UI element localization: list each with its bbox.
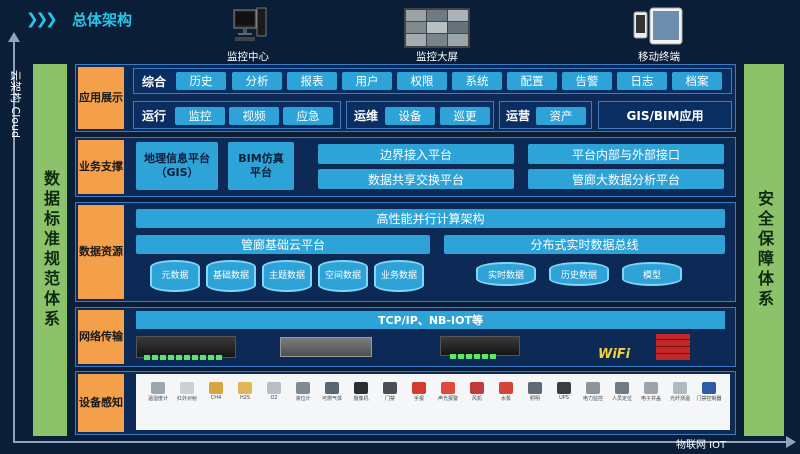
camera-icon: 摄像机 bbox=[341, 378, 381, 402]
o2-sensor-icon: O2 bbox=[254, 378, 294, 401]
network-switch-icon bbox=[440, 336, 520, 359]
fan-icon: 风机 bbox=[457, 378, 497, 402]
mobile-devices-icon bbox=[632, 6, 684, 46]
biz-item[interactable]: 数据共享交换平台 bbox=[318, 169, 514, 189]
gas-detector-icon: 可燃气体 bbox=[312, 378, 352, 402]
h2s-sensor-icon: H2S bbox=[225, 378, 265, 401]
fiber-temperature-icon: 光纤测温 bbox=[660, 378, 700, 402]
router-icon bbox=[280, 337, 372, 357]
hpc-architecture[interactable]: 高性能并行计算架构 bbox=[136, 209, 725, 228]
axis-label-iot: 物联网 IOT bbox=[676, 440, 727, 451]
layer-tab-business-support: 业务支撑 bbox=[78, 140, 124, 194]
horizontal-axis bbox=[13, 441, 789, 443]
app-item[interactable]: 日志 bbox=[617, 72, 667, 90]
database-cylinder: 主题数据 bbox=[262, 260, 312, 292]
water-pump-icon: 水泵 bbox=[486, 378, 526, 402]
firewall-icon bbox=[656, 334, 690, 360]
app-item[interactable]: 档案 bbox=[672, 72, 722, 90]
app-item[interactable]: 用户 bbox=[342, 72, 392, 90]
maintenance-label: 运维 bbox=[354, 108, 379, 123]
app-item[interactable]: 系统 bbox=[452, 72, 502, 90]
access-controller-icon: 门禁控制器 bbox=[689, 378, 729, 402]
access-control-icon: 门禁 bbox=[370, 378, 410, 402]
thermometer-icon: 温湿度计 bbox=[138, 378, 178, 402]
app-item[interactable]: 资产 bbox=[536, 107, 586, 125]
biz-item[interactable]: 管廊大数据分析平台 bbox=[528, 169, 724, 189]
app-item[interactable]: 巡更 bbox=[440, 107, 490, 125]
biz-item[interactable]: 平台内部与外部接口 bbox=[528, 144, 724, 164]
operation-label: 运行 bbox=[142, 108, 167, 123]
ups-icon: UPS bbox=[544, 378, 584, 401]
database-cylinder: 元数据 bbox=[150, 260, 200, 292]
title-chevron-icon: ❯❯❯ bbox=[26, 10, 58, 28]
page-title: 总体架构 bbox=[72, 11, 133, 29]
device-label-monitoring-center: 监控中心 bbox=[227, 51, 269, 63]
app-item[interactable]: 历史 bbox=[176, 72, 226, 90]
device-label-mobile-terminal: 移动终端 bbox=[638, 51, 680, 63]
data-standard-system: 数据标准规范体系 bbox=[33, 64, 67, 436]
biz-item[interactable]: 边界接入平台 bbox=[318, 144, 514, 164]
database-cylinder: 实时数据 bbox=[476, 262, 536, 286]
ch4-sensor-icon: CH4 bbox=[196, 378, 236, 401]
layer-tab-device: 设备感知 bbox=[78, 374, 124, 432]
database-cylinder: 基础数据 bbox=[206, 260, 256, 292]
database-cylinder: 历史数据 bbox=[549, 262, 609, 286]
manhole-cover-icon: 电子井盖 bbox=[631, 378, 671, 402]
desktop-computer-icon bbox=[232, 6, 268, 46]
bim-platform[interactable]: BIM仿真平台 bbox=[228, 142, 294, 190]
pipe-gallery-cloud-platform[interactable]: 管廊基础云平台 bbox=[136, 235, 430, 254]
sound-light-alarm-icon: 声光报警 bbox=[428, 378, 468, 402]
app-item[interactable]: 监控 bbox=[175, 107, 225, 125]
database-cylinder: 空间数据 bbox=[318, 260, 368, 292]
security-system: 安全保障体系 bbox=[744, 64, 784, 436]
layer-tab-application: 应用展示 bbox=[78, 67, 124, 129]
infrared-beam-icon: 红外对射 bbox=[167, 378, 207, 402]
arrow-right-icon bbox=[786, 436, 796, 448]
switch-icon bbox=[136, 336, 236, 360]
personnel-location-icon: 人员定位 bbox=[602, 378, 642, 402]
app-item[interactable]: 应急 bbox=[283, 107, 333, 125]
app-item[interactable]: 视频 bbox=[229, 107, 279, 125]
power-monitor-icon: 电力监控 bbox=[573, 378, 613, 402]
app-item[interactable]: 告警 bbox=[562, 72, 612, 90]
level-gauge-icon: 液位计 bbox=[283, 378, 323, 402]
app-item[interactable]: 设备 bbox=[385, 107, 435, 125]
gis-bim-app[interactable]: GIS/BIM应用 bbox=[598, 101, 732, 129]
sensor-strip: 温湿度计 红外对射 CH4 H2S O2 液位计 可燃气体 摄像机 门禁 手报 … bbox=[136, 374, 730, 430]
gis-platform[interactable]: 地理信息平台（GIS） bbox=[136, 142, 218, 190]
app-item[interactable]: 配置 bbox=[507, 72, 557, 90]
lighting-icon: 照明 bbox=[515, 378, 555, 402]
app-item[interactable]: 报表 bbox=[287, 72, 337, 90]
layer-tab-network: 网络传输 bbox=[78, 310, 124, 364]
arrow-up-icon bbox=[8, 32, 20, 42]
device-label-video-wall: 监控大屏 bbox=[416, 51, 458, 63]
layer-tab-data-resources: 数据资源 bbox=[78, 205, 124, 299]
vertical-axis bbox=[13, 42, 15, 442]
protocol-bar: TCP/IP、NB-IOT等 bbox=[136, 311, 725, 329]
app-item[interactable]: 分析 bbox=[232, 72, 282, 90]
wifi-icon: WiFi bbox=[598, 347, 631, 362]
comprehensive-label: 综合 bbox=[142, 74, 167, 89]
manual-alarm-icon: 手报 bbox=[399, 378, 439, 402]
app-item[interactable]: 权限 bbox=[397, 72, 447, 90]
realtime-data-bus[interactable]: 分布式实时数据总线 bbox=[444, 235, 725, 254]
video-wall-icon bbox=[404, 8, 470, 48]
database-cylinder: 业务数据 bbox=[374, 260, 424, 292]
business-operation-label: 运营 bbox=[506, 108, 531, 123]
axis-label-cloud: 云架构 Cloud bbox=[9, 70, 22, 138]
database-cylinder: 模型 bbox=[622, 262, 682, 286]
